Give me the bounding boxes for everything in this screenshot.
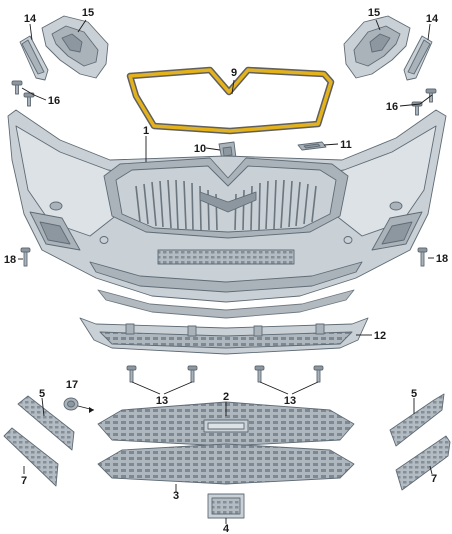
callout-15-right: 15 <box>368 7 380 19</box>
grille-frame-highlighted <box>126 66 335 135</box>
side-grille-7-right <box>395 435 451 491</box>
lower-grille-bottom-3 <box>97 443 355 485</box>
plate-4 <box>207 493 245 519</box>
callout-13-left: 13 <box>156 395 168 407</box>
callout-13-right: 13 <box>284 395 296 407</box>
callout-3: 3 <box>173 490 179 502</box>
callout-16-left: 16 <box>48 95 60 107</box>
callout-7-left: 7 <box>21 475 27 487</box>
callout-14-left: 14 <box>24 13 37 25</box>
impact-bar-12 <box>79 317 369 355</box>
side-bracket-left <box>19 35 49 81</box>
callout-5-left: 5 <box>39 388 45 400</box>
emblem-clip-11 <box>297 141 327 151</box>
callout-18-right: 18 <box>436 253 448 265</box>
leader-lines <box>18 19 434 524</box>
callout-12: 12 <box>374 330 386 342</box>
callout-5-right: 5 <box>411 388 417 400</box>
bolt-18-right <box>417 247 428 267</box>
side-grille-5-right <box>389 393 445 447</box>
callout-18-left: 18 <box>4 254 16 266</box>
callout-9: 9 <box>231 67 237 79</box>
clip-10 <box>218 141 237 161</box>
side-bracket-right <box>403 35 433 81</box>
callout-16-right: 16 <box>386 101 398 113</box>
side-grille-7-left <box>3 427 59 487</box>
side-grille-5-left <box>17 395 75 451</box>
guide-bracket-right <box>343 15 411 79</box>
callouts: 1 2 3 4 5 5 7 7 9 10 11 12 13 13 14 14 1… <box>4 7 448 534</box>
callout-11: 11 <box>340 139 352 151</box>
lower-grille-upper-2 <box>97 401 355 447</box>
callout-10: 10 <box>194 143 206 155</box>
callout-17: 17 <box>66 379 78 391</box>
callout-14-right: 14 <box>426 13 439 25</box>
bumper-cover <box>7 109 447 319</box>
callout-4: 4 <box>223 523 230 534</box>
callout-15-left: 15 <box>82 7 94 19</box>
callout-7-right: 7 <box>431 473 437 485</box>
screws-13 <box>126 365 324 383</box>
tow-cap-17 <box>63 397 95 413</box>
bolt-18-left <box>20 247 31 267</box>
callout-2: 2 <box>223 391 229 403</box>
screws-16-right <box>411 88 437 116</box>
callout-1: 1 <box>143 125 149 137</box>
guide-bracket-left <box>41 15 109 79</box>
